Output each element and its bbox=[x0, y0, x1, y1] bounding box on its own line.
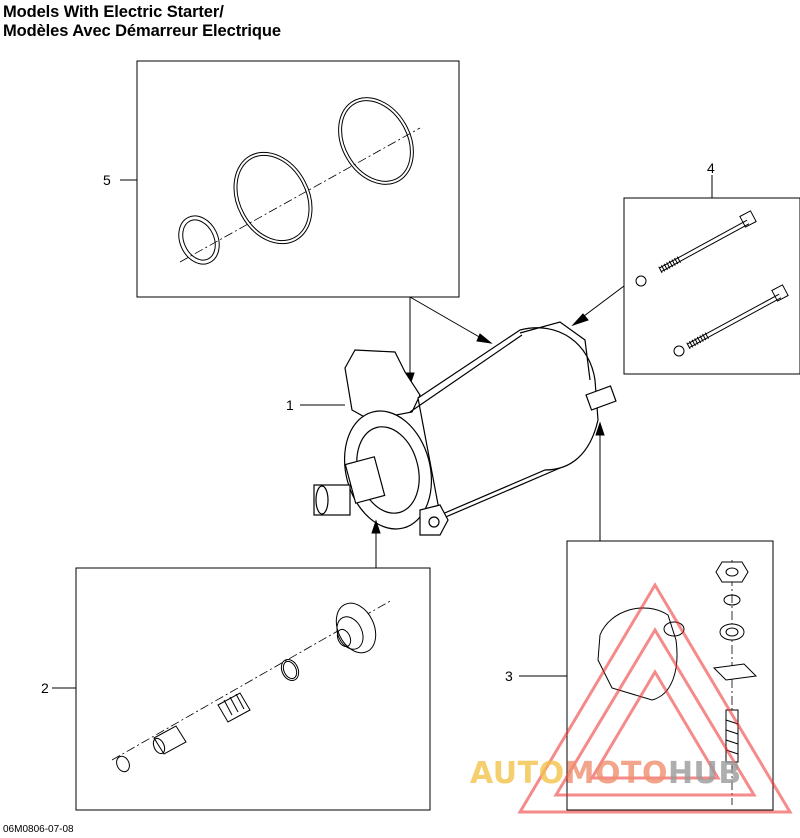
lock-washer bbox=[723, 594, 741, 606]
watermark-auto: AUTO bbox=[470, 756, 565, 791]
starter-motor bbox=[313, 321, 617, 536]
drive-pinion bbox=[335, 602, 377, 654]
small-ring bbox=[116, 755, 130, 773]
detail-box-4 bbox=[623, 175, 800, 375]
o-ring-small bbox=[178, 215, 220, 265]
drive-sleeve bbox=[152, 725, 187, 755]
detail-box-5 bbox=[120, 60, 460, 298]
seal-ring bbox=[663, 621, 685, 637]
o-ring-medium bbox=[233, 151, 313, 245]
flat-washer bbox=[719, 623, 745, 641]
through-bolt-lower bbox=[673, 284, 789, 357]
through-bolt-upper bbox=[635, 210, 757, 287]
callout-4: 4 bbox=[707, 160, 715, 176]
diagram-title-line2: Modèles Avec Démarreur Electrique bbox=[3, 22, 281, 40]
drive-spring bbox=[217, 692, 251, 723]
watermark-hub: HUB bbox=[667, 756, 742, 791]
watermark-text: AUTOMOTOHUB bbox=[470, 756, 742, 792]
diagram-title-line1: Models With Electric Starter/ bbox=[3, 3, 224, 21]
retaining-ring bbox=[280, 658, 300, 682]
callout-5: 5 bbox=[103, 172, 111, 188]
callout-3: 3 bbox=[505, 668, 513, 684]
callout-2: 2 bbox=[41, 680, 49, 696]
cable-lug bbox=[712, 663, 758, 681]
detail-box-2 bbox=[52, 567, 431, 811]
watermark-moto: MOTO bbox=[564, 756, 668, 791]
starter-gasket bbox=[597, 607, 678, 701]
o-ring-large bbox=[338, 97, 414, 185]
terminal-nut bbox=[715, 561, 749, 583]
callout-1: 1 bbox=[286, 397, 294, 413]
part-number: 06M0806-07-08 bbox=[3, 824, 74, 835]
watermark-logo-triangle bbox=[517, 582, 793, 814]
